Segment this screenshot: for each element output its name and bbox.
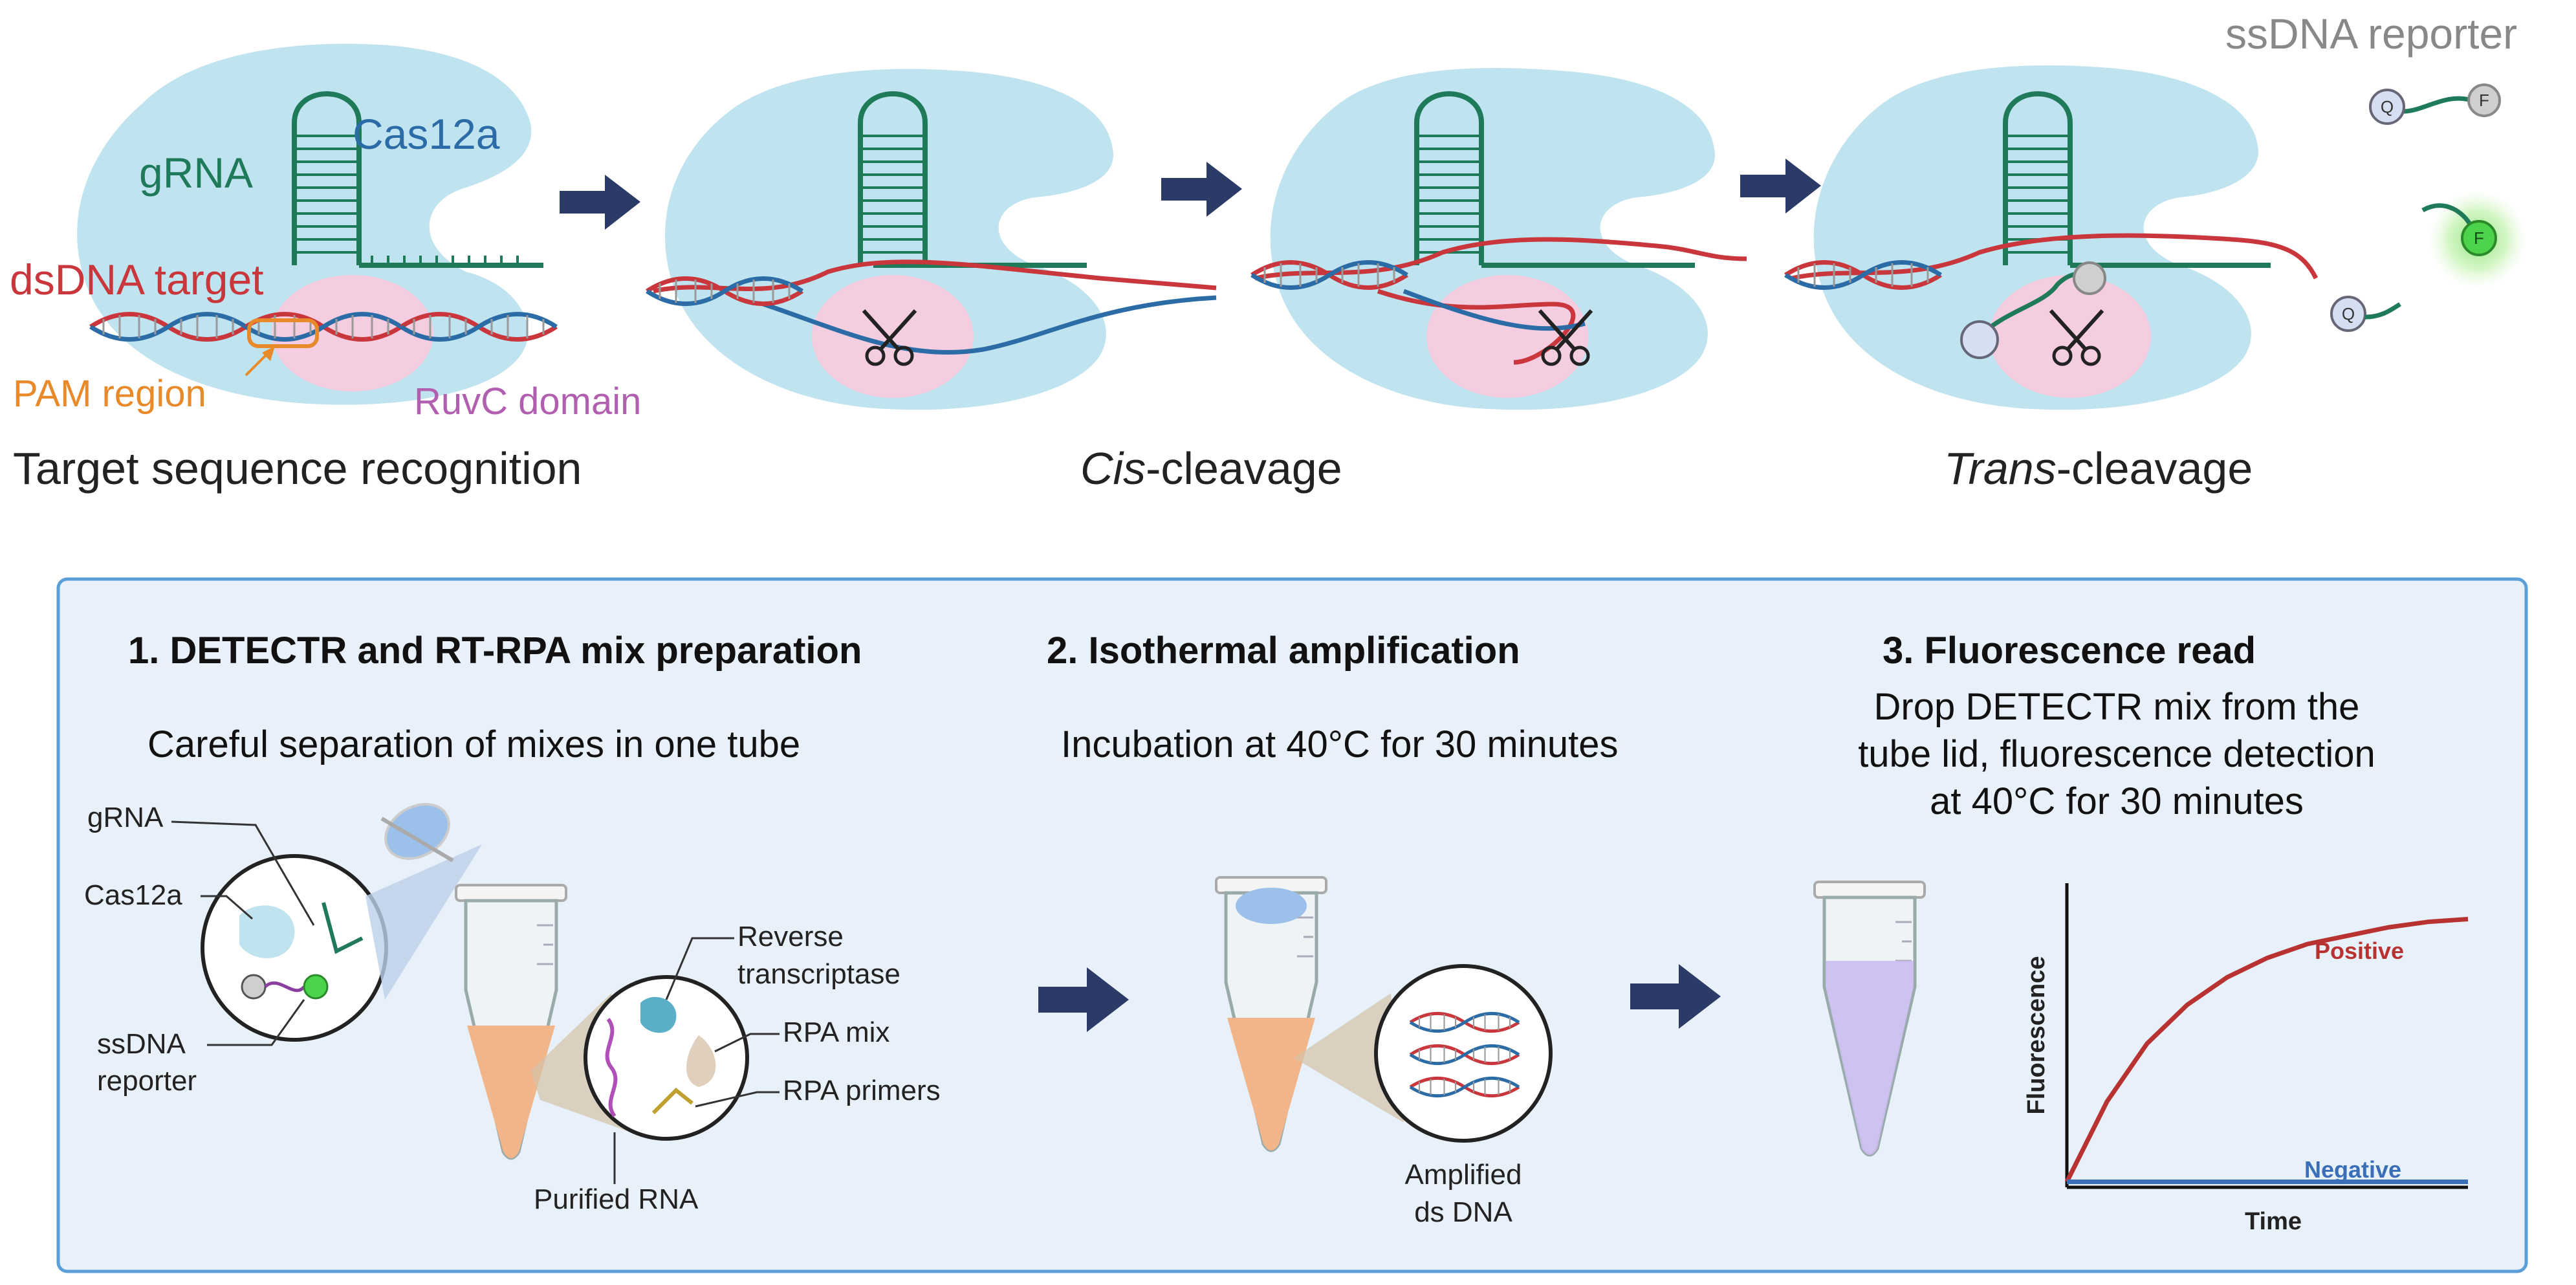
step3-subtitle-line3: at 40°C for 30 minutes — [1930, 780, 2304, 822]
bottom-arrow-2 — [1630, 964, 1721, 1029]
top-arrow-1 — [560, 175, 640, 230]
chart-y-label: Fluorescence — [2023, 956, 2050, 1115]
series-label-positive: Positive — [2315, 938, 2404, 964]
label-pam-region: PAM region — [13, 373, 206, 415]
fluorescence-chart: Time Fluorescence Positive Negative — [2023, 883, 2469, 1235]
tube-3 — [1815, 882, 1925, 1155]
rpa-primers-shape — [651, 1087, 693, 1115]
step1-subtitle: Careful separation of mixes in one tube — [147, 723, 800, 765]
top-arrow-2 — [1161, 162, 1242, 217]
label-grna-small: gRNA — [87, 802, 164, 833]
reporter-q-intact: Q — [2381, 97, 2394, 116]
stage1-cas12a-complex — [77, 43, 556, 405]
label-cas12a-small: Cas12a — [84, 879, 182, 911]
step1-title: 1. DETECTR and RT-RPA mix preparation — [128, 630, 862, 672]
tube-2 — [1216, 877, 1326, 1150]
cas12a-small — [239, 905, 295, 958]
caption-target-recognition: Target sequence recognition — [13, 443, 582, 494]
label-ssdna-line2: reporter — [97, 1065, 197, 1097]
reporter-f-glow: F — [2474, 228, 2484, 248]
detectr-zoom-beam — [366, 844, 482, 1000]
caption-trans-italic: Trans — [1944, 443, 2057, 494]
rna-strand — [605, 1018, 618, 1117]
stage2-cas12a-complex — [647, 69, 1217, 410]
reporter-q-cleaved: Q — [2342, 304, 2355, 324]
reporter-f-intact: F — [2479, 91, 2489, 110]
step1-detectr-circle — [201, 854, 388, 1042]
caption-cis-italic: Cis — [1080, 443, 1146, 494]
step3-title: 3. Fluorescence read — [1883, 630, 2256, 672]
tube-1 — [456, 885, 566, 1158]
tube-lid-drop — [384, 803, 450, 860]
label-amplified-line1: Amplified — [1405, 1159, 1522, 1191]
label-dsdna-target: dsDNA target — [10, 256, 264, 303]
label-rpa-primers: RPA primers — [783, 1075, 941, 1106]
step1-rpa-circle — [584, 975, 749, 1141]
stage3-cas12a-complex — [1252, 68, 1747, 410]
caption-trans-rest: -cleavage — [2057, 443, 2253, 494]
caption-cis-cleavage: Cis-cleavage — [1080, 443, 1342, 494]
tube-hinge — [380, 817, 454, 862]
step3-subtitle-line1: Drop DETECTR mix from the — [1874, 686, 2360, 728]
rpa-mix-shape — [686, 1035, 716, 1087]
caption-cis-rest: -cleavage — [1146, 443, 1342, 494]
pam-box — [247, 318, 319, 348]
label-purified-rna: Purified RNA — [534, 1183, 699, 1215]
label-ruvc-domain: RuvC domain — [414, 380, 641, 423]
reporter-cleaved: F Q — [2330, 191, 2526, 332]
stage4-cas12a-complex — [1785, 65, 2319, 410]
step2-dna-circle — [1374, 964, 1553, 1143]
bottom-arrow-1 — [1038, 967, 1129, 1032]
label-cas12a-top: Cas12a — [353, 110, 500, 158]
label-rt-line2: transcriptase — [737, 958, 901, 990]
label-ssdna-reporter: ssDNA reporter — [2225, 10, 2517, 58]
caption-trans-cleavage: Trans-cleavage — [1944, 443, 2253, 494]
reverse-transcriptase-shape — [640, 996, 677, 1033]
step2-subtitle: Incubation at 40°C for 30 minutes — [1061, 723, 1618, 765]
series-line-positive — [2064, 917, 2469, 1183]
label-ssdna-line1: ssDNA — [97, 1028, 186, 1060]
top-arrow-3 — [1740, 159, 1821, 214]
label-amplified-line2: ds DNA — [1414, 1196, 1512, 1228]
label-rpa-mix: RPA mix — [783, 1016, 890, 1048]
step2-title: 2. Isothermal amplification — [1047, 630, 1520, 672]
label-rt-line1: Reverse — [737, 921, 844, 952]
chart-x-label: Time — [2245, 1208, 2302, 1235]
grna-small — [322, 902, 364, 954]
step3-subtitle-line2: tube lid, fluorescence detection — [1858, 733, 2375, 775]
series-label-negative: Negative — [2304, 1156, 2401, 1183]
dna-zoom-beam — [1294, 993, 1404, 1123]
reporter-intact: Q F — [2369, 83, 2501, 125]
label-grna-top: gRNA — [139, 149, 253, 197]
